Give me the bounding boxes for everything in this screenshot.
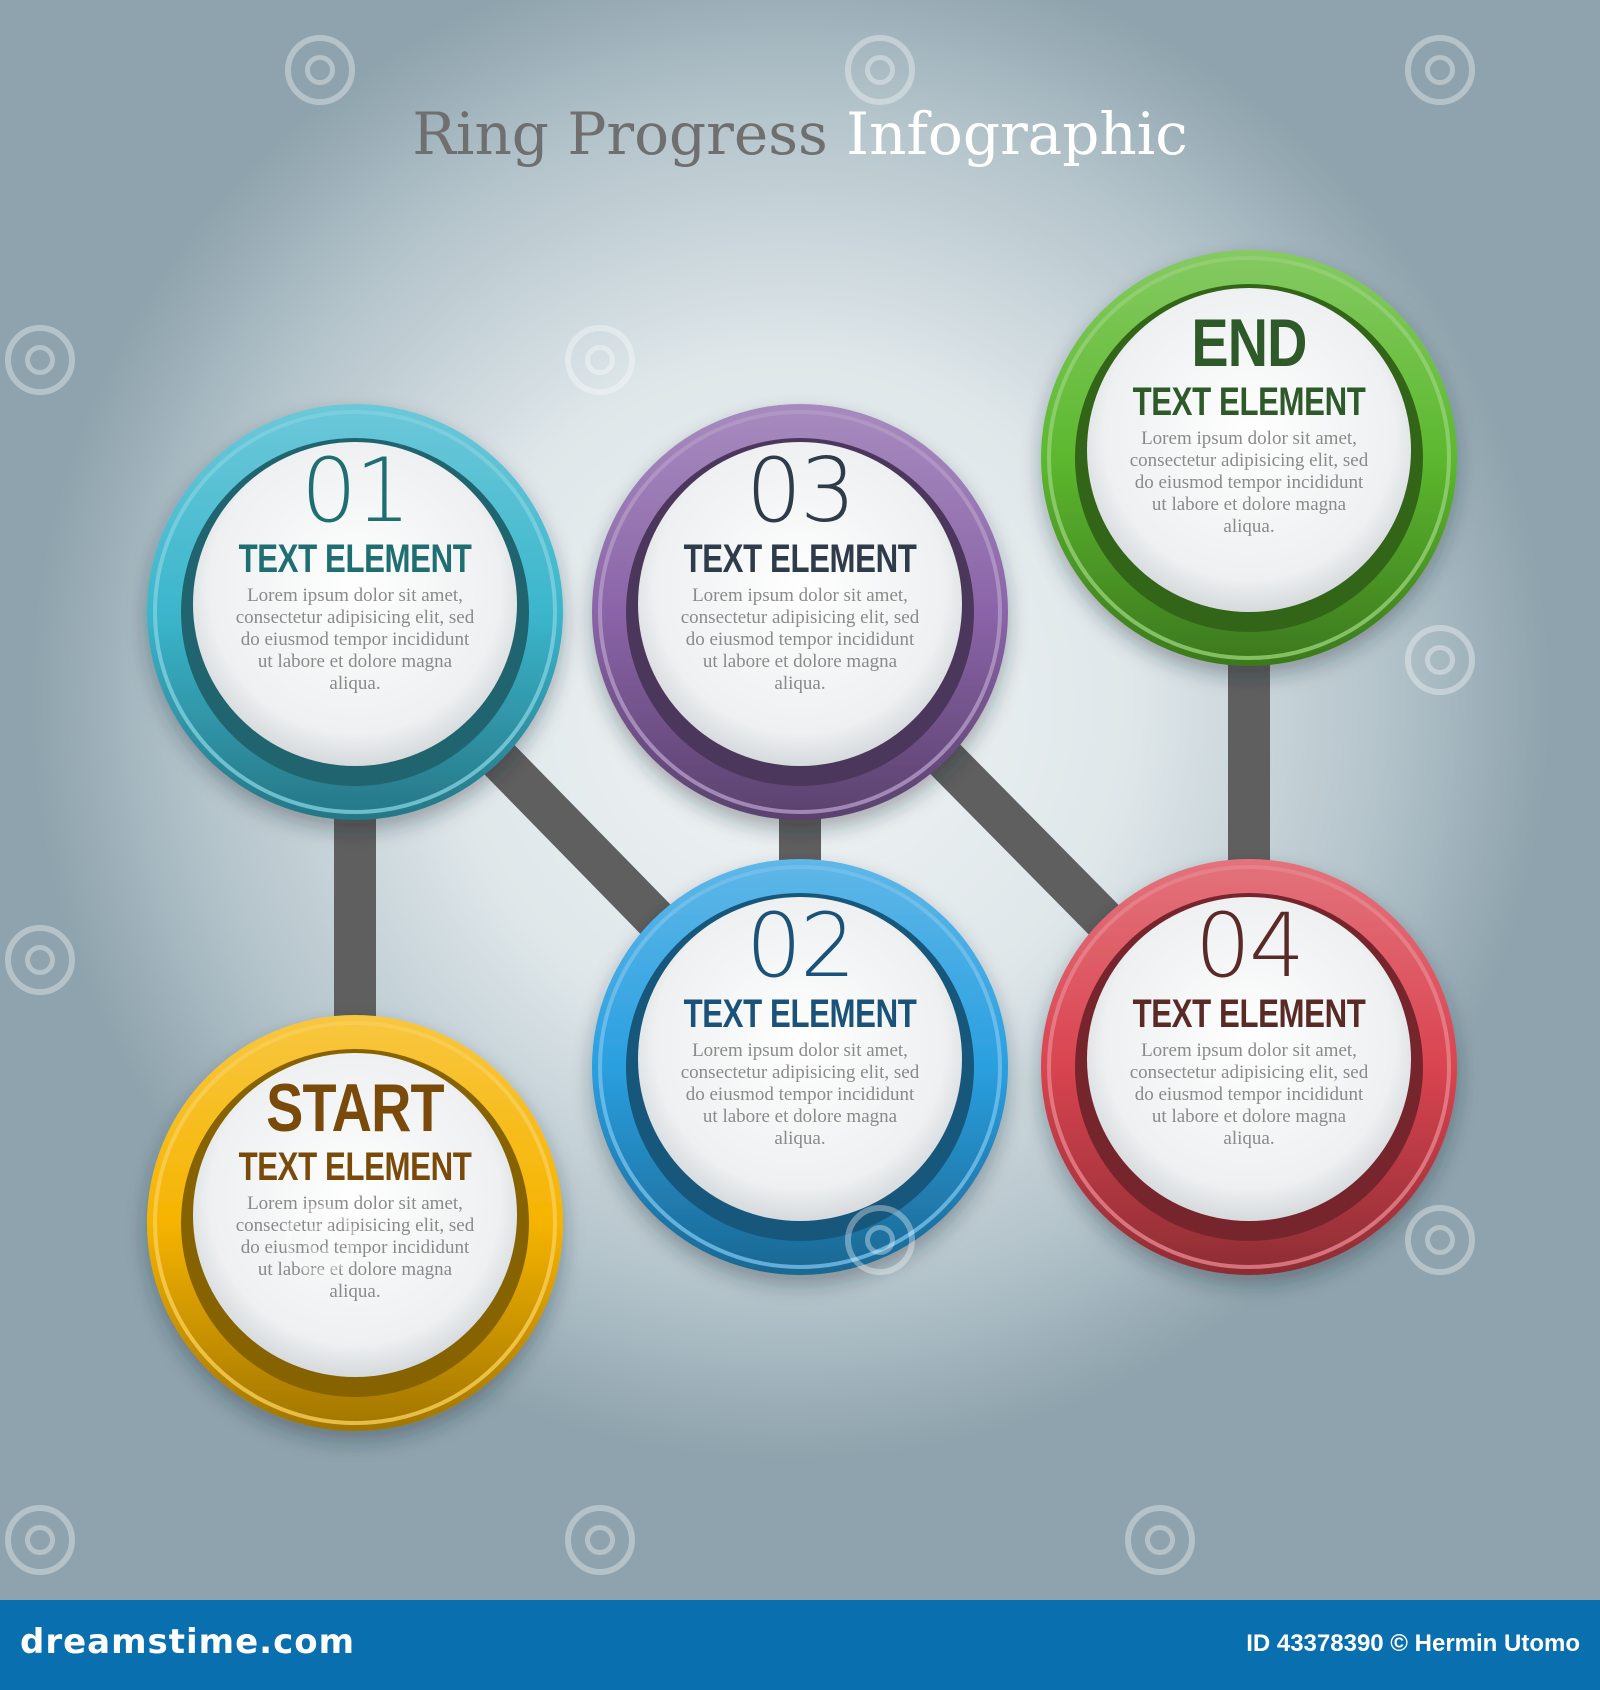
ring-highlight	[1047, 256, 1451, 660]
ring-center	[638, 897, 962, 1221]
watermark-spiral-icon	[1405, 625, 1475, 695]
ring-node-01	[147, 404, 563, 820]
watermark-spiral-icon	[285, 1205, 355, 1275]
ring-center	[1087, 288, 1411, 612]
title-part-2: Infographic	[846, 100, 1188, 168]
watermark-footer: dreamstime.com ID 43378390 © Hermin Utom…	[0, 1600, 1600, 1690]
body-line: aliqua.	[329, 1281, 381, 1302]
body-line: ut labore et dolore magna	[702, 1106, 898, 1127]
body-line: Lorem ipsum dolor sit amet,	[692, 1040, 908, 1061]
body-line: do eiusmod tempor incididunt	[1134, 1084, 1364, 1105]
body-line: consectetur adipisicing elit, sed	[680, 607, 920, 628]
ring-node-03	[592, 404, 1008, 820]
node-label: 02	[746, 894, 856, 997]
body-line: aliqua.	[774, 1128, 826, 1149]
body-line: consectetur adipisicing elit, sed	[1129, 450, 1369, 471]
node-heading: TEXT ELEMENT	[683, 537, 917, 581]
body-line: do eiusmod tempor incididunt	[685, 629, 915, 650]
node-body: Lorem ipsum dolor sit amet,consectetur a…	[1099, 428, 1399, 538]
ring-center	[1087, 897, 1411, 1221]
body-line: ut labore et dolore magna	[257, 651, 453, 672]
body-line: do eiusmod tempor incididunt	[240, 629, 470, 650]
node-body: Lorem ipsum dolor sit amet,consectetur a…	[205, 1193, 505, 1303]
infographic-title: Ring Progress Infographic	[0, 100, 1600, 168]
watermark-spiral-icon	[1125, 1505, 1195, 1575]
node-label: START	[266, 1070, 444, 1146]
body-line: do eiusmod tempor incididunt	[240, 1237, 470, 1258]
body-line: do eiusmod tempor incididunt	[1134, 472, 1364, 493]
node-label: 04	[1195, 894, 1305, 997]
body-line: Lorem ipsum dolor sit amet,	[247, 1193, 463, 1214]
ring-highlight	[598, 410, 1002, 814]
ring-node-end	[1041, 250, 1457, 666]
ring-diagram	[147, 250, 1457, 1431]
ring-center	[638, 442, 962, 766]
ring-highlight	[598, 865, 1002, 1269]
ring-center	[193, 442, 517, 766]
body-line: ut labore et dolore magna	[702, 651, 898, 672]
body-line: consectetur adipisicing elit, sed	[1129, 1062, 1369, 1083]
ring-node-02	[592, 859, 1008, 1275]
body-line: Lorem ipsum dolor sit amet,	[1141, 428, 1357, 449]
ring-highlight	[1047, 865, 1451, 1269]
node-heading: TEXT ELEMENT	[683, 992, 917, 1036]
body-line: aliqua.	[774, 673, 826, 694]
footer-brand: dreamstime.com	[20, 1622, 356, 1662]
watermark-spiral-icon	[5, 1505, 75, 1575]
body-line: do eiusmod tempor incididunt	[685, 1084, 915, 1105]
node-label: END	[1191, 305, 1307, 381]
body-line: consectetur adipisicing elit, sed	[235, 1215, 475, 1236]
body-line: consectetur adipisicing elit, sed	[235, 607, 475, 628]
watermark-spiral-icon	[565, 325, 635, 395]
body-line: ut labore et dolore magna	[1151, 494, 1347, 515]
watermark-spiral-icon	[1405, 1205, 1475, 1275]
node-body: Lorem ipsum dolor sit amet,consectetur a…	[650, 585, 950, 695]
watermark-spiral-icon	[5, 925, 75, 995]
node-heading: TEXT ELEMENT	[1132, 992, 1366, 1036]
ring-highlight	[153, 1021, 557, 1425]
footer-credit: ID 43378390 © Hermin Utomo	[1246, 1630, 1580, 1657]
node-heading: TEXT ELEMENT	[1132, 380, 1366, 424]
body-line: Lorem ipsum dolor sit amet,	[692, 585, 908, 606]
body-line: ut labore et dolore magna	[1151, 1106, 1347, 1127]
watermark-spiral-icon	[845, 1205, 915, 1275]
ring-node-04	[1041, 859, 1457, 1275]
watermark-spiral-icon	[5, 325, 75, 395]
body-line: aliqua.	[1223, 1128, 1275, 1149]
body-line: Lorem ipsum dolor sit amet,	[1141, 1040, 1357, 1061]
watermark-spiral-icon	[1405, 35, 1475, 105]
title-part-1: Ring Progress	[412, 100, 828, 168]
watermark-spiral-icon	[565, 1505, 635, 1575]
body-line: aliqua.	[1223, 516, 1275, 537]
body-line: ut labore et dolore magna	[257, 1259, 453, 1280]
ring-highlight	[153, 410, 557, 814]
node-body: Lorem ipsum dolor sit amet,consectetur a…	[1099, 1040, 1399, 1150]
node-heading: TEXT ELEMENT	[238, 537, 472, 581]
watermark-spiral-icon	[845, 35, 915, 105]
watermark-spiral-icon	[285, 35, 355, 105]
ring-center	[193, 1053, 517, 1377]
body-line: consectetur adipisicing elit, sed	[680, 1062, 920, 1083]
body-line: Lorem ipsum dolor sit amet,	[247, 585, 463, 606]
ring-node-start	[147, 1015, 563, 1431]
node-heading: TEXT ELEMENT	[238, 1145, 472, 1189]
body-line: aliqua.	[329, 673, 381, 694]
node-label: 03	[746, 439, 856, 542]
node-body: Lorem ipsum dolor sit amet,consectetur a…	[205, 585, 505, 695]
node-label: 01	[301, 439, 411, 542]
node-body: Lorem ipsum dolor sit amet,consectetur a…	[650, 1040, 950, 1150]
